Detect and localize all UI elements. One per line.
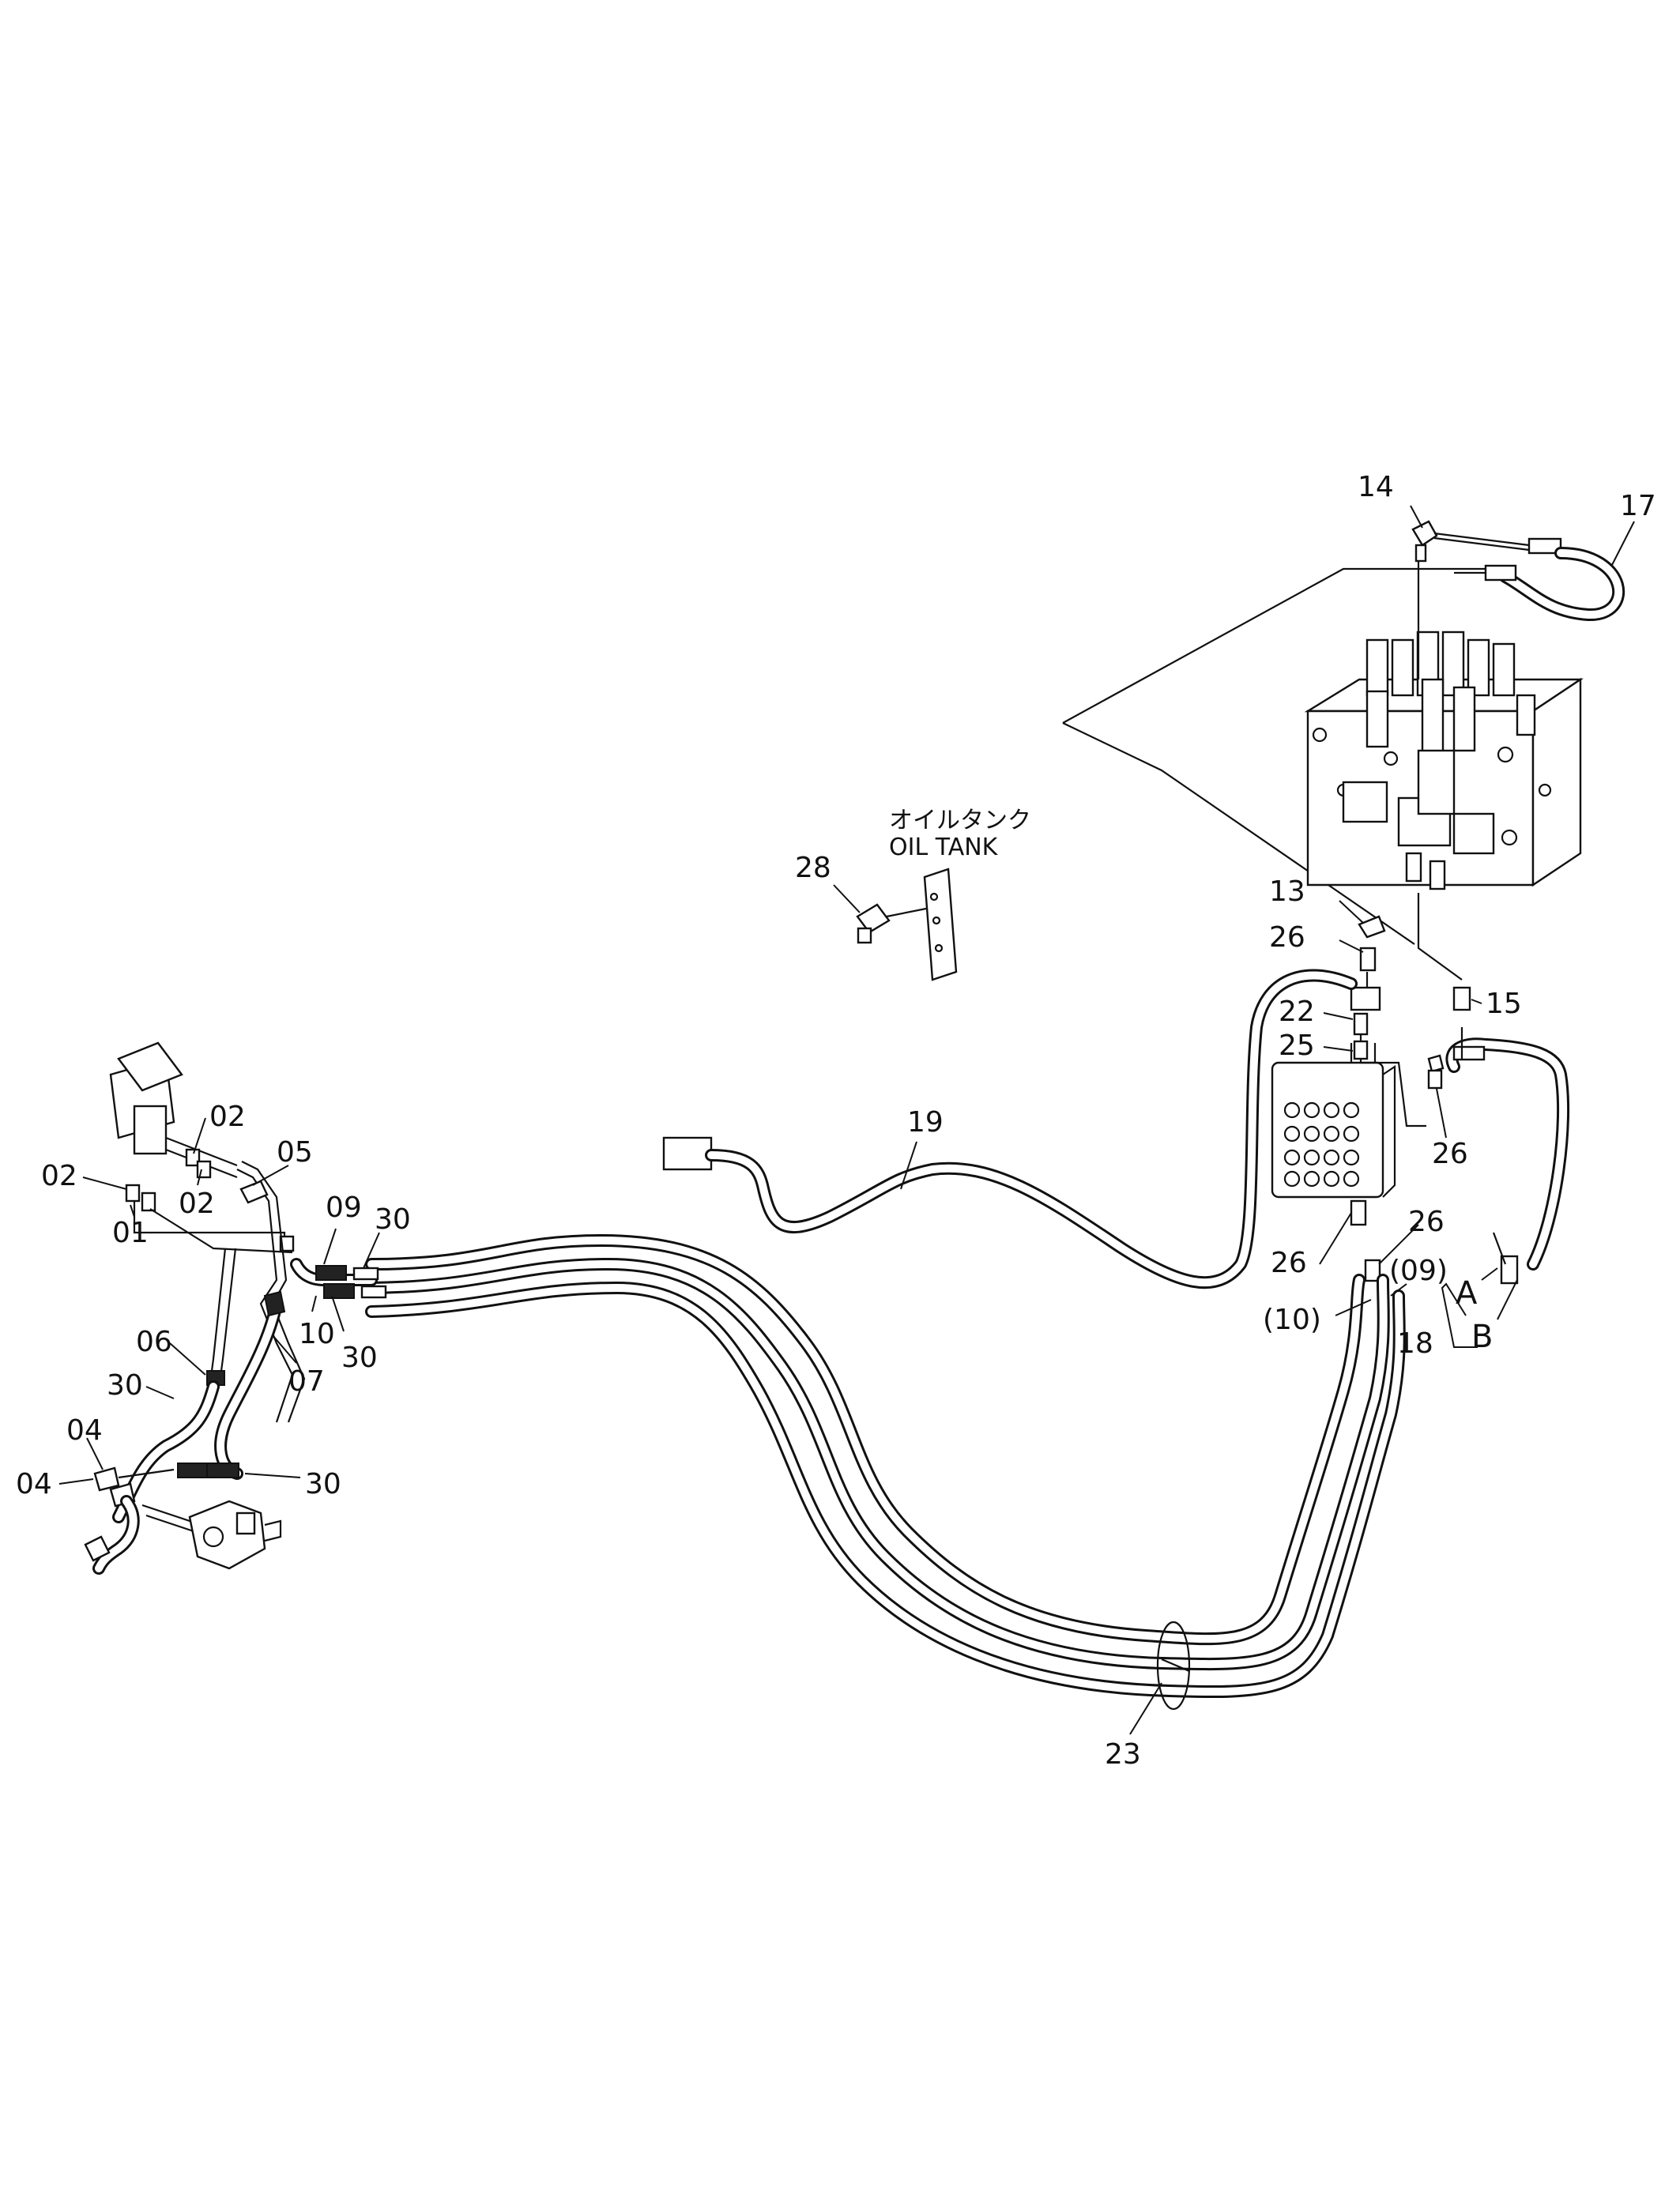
callout-02-b: 02 — [41, 1160, 77, 1192]
callout-13: 13 — [1269, 875, 1305, 908]
callout-10: 10 — [299, 1318, 335, 1350]
oil-tank-bracket — [856, 868, 958, 981]
callout-01: 01 — [112, 1217, 149, 1249]
callout-28: 28 — [795, 852, 831, 884]
oil-tank-label-jp: オイルタンク — [889, 807, 1031, 834]
lower-left-hoses — [84, 1248, 286, 1575]
callout-30-c: 30 — [107, 1369, 143, 1402]
hose-19 — [662, 969, 1358, 1289]
callout-06: 06 — [136, 1326, 172, 1358]
callout-26-b: 26 — [1432, 1138, 1468, 1170]
callout-26-c: 26 — [1271, 1247, 1307, 1279]
callout-14: 14 — [1358, 471, 1394, 503]
oil-tank-label-en: OIL TANK — [889, 834, 999, 861]
hose-18-assembly — [1417, 893, 1570, 1285]
callout-04-b: 04 — [16, 1468, 52, 1500]
callout-30-d: 30 — [305, 1468, 341, 1500]
oil-tank-caption: オイルタンク OIL TANK — [889, 807, 1031, 861]
main-hose-bundle — [365, 1234, 1406, 1711]
callout-17: 17 — [1620, 490, 1656, 522]
pedal-valve-lower — [188, 1500, 282, 1570]
left-hose-fittings — [290, 1258, 387, 1299]
control-valve-assembly — [1062, 567, 1584, 945]
callout-19: 19 — [907, 1106, 944, 1139]
fitting-column — [1350, 915, 1426, 1282]
callout-23: 23 — [1105, 1738, 1141, 1771]
callout-25: 25 — [1279, 1030, 1315, 1062]
callout-15: 15 — [1486, 988, 1522, 1020]
callout-30-b: 30 — [341, 1342, 378, 1374]
callout-07: 07 — [288, 1365, 325, 1398]
pilot-valve-block — [1271, 1043, 1396, 1199]
callout-A: A — [1456, 1275, 1478, 1312]
callout-05: 05 — [277, 1136, 313, 1169]
callout-22: 22 — [1279, 996, 1315, 1028]
callout-10-paren: (10) — [1263, 1304, 1321, 1336]
fitting-14-and-hose-17 — [1411, 520, 1625, 680]
callout-labels: 14 17 28 13 26 22 15 25 26 19 26 26 (09)… — [16, 471, 1656, 1771]
callout-04-a: 04 — [66, 1414, 103, 1447]
callout-B: B — [1471, 1319, 1493, 1355]
callout-02-a: 02 — [209, 1101, 246, 1133]
callout-09: 09 — [326, 1191, 362, 1224]
callout-26-d: 26 — [1408, 1206, 1445, 1238]
callout-26-a: 26 — [1269, 921, 1305, 954]
callout-18: 18 — [1397, 1327, 1433, 1360]
callout-02-c: 02 — [179, 1188, 215, 1220]
leader-lines — [58, 505, 1635, 1735]
callout-09-paren: (09) — [1389, 1255, 1448, 1287]
callout-30-a: 30 — [375, 1203, 411, 1236]
